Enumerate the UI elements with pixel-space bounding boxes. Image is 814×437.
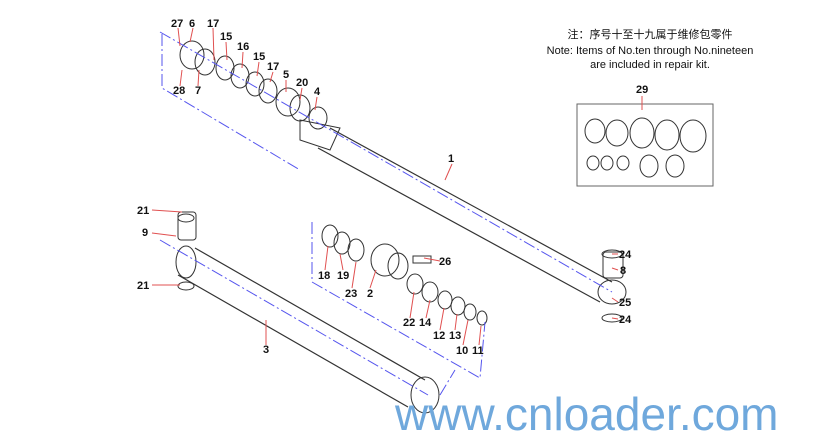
callout-7: 7	[195, 85, 201, 97]
callout-17: 17	[207, 18, 219, 30]
note-english-line2: are included in repair kit.	[590, 59, 710, 71]
callout-17: 17	[267, 61, 279, 73]
callout-26: 26	[439, 256, 451, 268]
callout-22: 22	[403, 317, 415, 329]
callout-12: 12	[433, 330, 445, 342]
piston	[370, 243, 400, 277]
callout-29: 29	[636, 84, 648, 96]
callout-27: 27	[171, 18, 183, 30]
callout-18: 18	[318, 270, 330, 282]
tube-end	[410, 376, 440, 414]
callout-28: 28	[173, 85, 185, 97]
callout-8: 8	[620, 265, 626, 277]
repair-kit-box	[576, 103, 714, 187]
callout-21: 21	[137, 280, 149, 292]
callout-11: 11	[472, 345, 484, 357]
callout-13: 13	[449, 330, 461, 342]
callout-24: 24	[619, 249, 632, 261]
callout-16: 16	[237, 41, 249, 53]
callout-20: 20	[296, 77, 308, 89]
callout-10: 10	[456, 345, 468, 357]
callout-1: 1	[448, 153, 454, 165]
note-english-line1: Note: Items of No.ten through No.ninetee…	[546, 45, 754, 57]
note-chinese: 注：序号十至十九属于维修包零件	[567, 29, 733, 41]
callout-6: 6	[189, 18, 195, 30]
callout-4: 4	[314, 86, 321, 98]
callout-5: 5	[283, 69, 289, 81]
rod-eye	[597, 279, 627, 305]
callout-3: 3	[263, 344, 269, 356]
callout-14: 14	[419, 317, 432, 329]
callout-25: 25	[619, 297, 631, 309]
callout-15: 15	[253, 51, 265, 63]
watermark: www.cnloader.com	[394, 388, 779, 437]
piston-rod	[317, 127, 613, 303]
cylinder-tube	[177, 247, 426, 408]
callout-24: 24	[619, 314, 632, 326]
callout-21: 21	[137, 205, 149, 217]
callout-23: 23	[345, 288, 357, 300]
callout-19: 19	[337, 270, 349, 282]
callout-2: 2	[367, 288, 373, 300]
callout-15: 15	[220, 31, 232, 43]
callout-9: 9	[142, 227, 148, 239]
centerline	[159, 31, 613, 293]
